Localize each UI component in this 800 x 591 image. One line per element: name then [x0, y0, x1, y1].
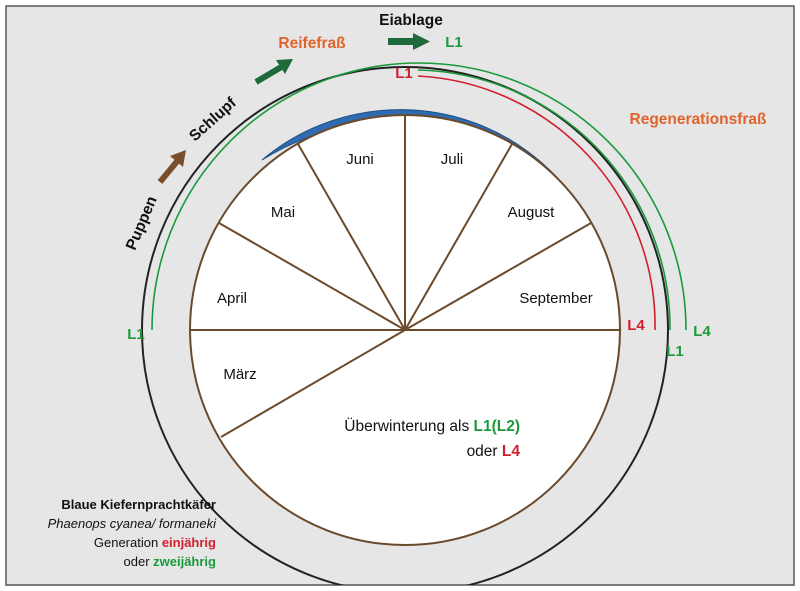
- overwinter-line1: Überwinterung als L1(L2): [344, 417, 520, 435]
- month-september: September: [519, 290, 592, 307]
- caption-generation-prefix: Generation: [93, 535, 162, 550]
- caption-generation-line: Generation einjährig: [48, 533, 216, 552]
- month-august: August: [508, 204, 556, 221]
- month-dividers: [190, 115, 620, 438]
- month-mai: Mai: [271, 204, 295, 221]
- label-right-l4-red: L4: [627, 317, 645, 334]
- stage-eiablage: Eiablage: [379, 12, 443, 29]
- overwinter-prefix: Überwinterung als: [344, 417, 473, 435]
- overwinter-oder: oder: [467, 443, 502, 460]
- arrow-head: [276, 59, 293, 74]
- caption-oder-prefix: oder: [123, 554, 154, 569]
- arrow-shaft: [388, 38, 414, 45]
- divider-line: [220, 329, 406, 438]
- caption-common-name: Blaue Kiefernprachtkäfer: [61, 497, 216, 512]
- label-left-l1: L1: [127, 326, 145, 343]
- green-arc-outer: [151, 62, 687, 331]
- caption-oder-line: oder zweijährig: [48, 552, 217, 571]
- label-right-l4-green: L4: [693, 323, 711, 340]
- month-maerz: März: [223, 366, 256, 383]
- divider-line: [297, 143, 406, 331]
- overwinter-l4: L4: [502, 443, 520, 460]
- arrow-head: [170, 150, 186, 167]
- month-juni: Juni: [346, 151, 374, 168]
- divider-line: [404, 222, 592, 331]
- divider-line: [218, 222, 406, 331]
- stage-regenerationsfrass: Regenerationsfraß: [630, 111, 767, 128]
- overwinter-l1l2: L1(L2): [474, 418, 521, 435]
- month-juli: Juli: [441, 151, 464, 168]
- caption-einjaehrig: einjährig: [161, 535, 216, 550]
- arrow-schlupf-reifefrass: [254, 59, 293, 85]
- arrow-head: [413, 33, 430, 50]
- outer-year-circle: [141, 66, 669, 585]
- divider-line: [404, 143, 513, 331]
- label-right-l1-green: L1: [666, 343, 684, 360]
- arrow-eiablage: [388, 33, 430, 50]
- month-april: April: [217, 290, 247, 307]
- red-arc: [417, 75, 656, 331]
- species-caption: Blaue Kiefernprachtkäfer Phaenops cyanea…: [48, 495, 216, 571]
- arrow-puppen-schlupf: [157, 150, 186, 184]
- green-arc-inner: [417, 69, 671, 331]
- stage-reifefrass: Reifefraß: [278, 35, 346, 52]
- caption-latin-name: Phaenops cyanea/ formaneki: [47, 516, 216, 531]
- arrow-shaft: [157, 157, 182, 184]
- overwinter-line2: oder L4: [467, 443, 521, 460]
- label-top-l1-green: L1: [445, 34, 463, 51]
- caption-zweijaehrig: zweijährig: [153, 554, 216, 569]
- label-top-l1-red: L1: [395, 65, 413, 82]
- arrow-shaft: [254, 63, 285, 85]
